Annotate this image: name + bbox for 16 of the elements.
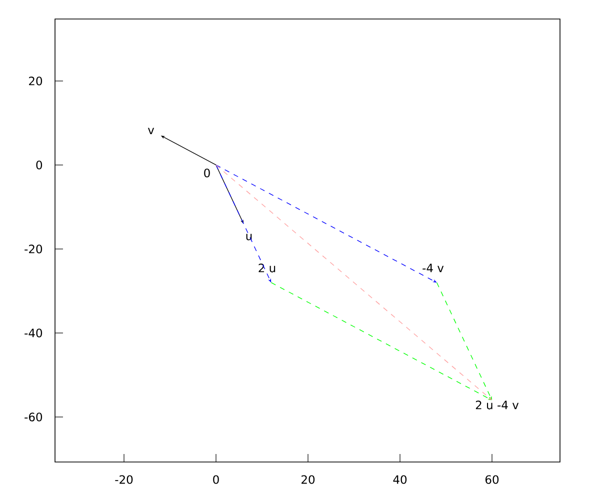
point-label: v [148, 128, 154, 134]
tick-label: -40 [24, 328, 42, 338]
tick-label: -60 [24, 412, 42, 422]
tick-label: -20 [115, 475, 133, 484]
point-label: 2 u -4 v [476, 400, 519, 410]
point-label: -4 v [422, 264, 444, 272]
point-label: 0 [204, 168, 210, 178]
tick-label: 60 [485, 475, 499, 484]
tick-label: -20 [24, 244, 42, 254]
point-label: u [246, 234, 252, 240]
tick-label: 0 [36, 160, 42, 170]
tick-label: 20 [29, 76, 42, 86]
point-label: 2 u [258, 264, 276, 272]
tick-label: 20 [302, 475, 315, 484]
tick-label: 0 [213, 475, 219, 484]
tick-label: 40 [393, 475, 407, 484]
